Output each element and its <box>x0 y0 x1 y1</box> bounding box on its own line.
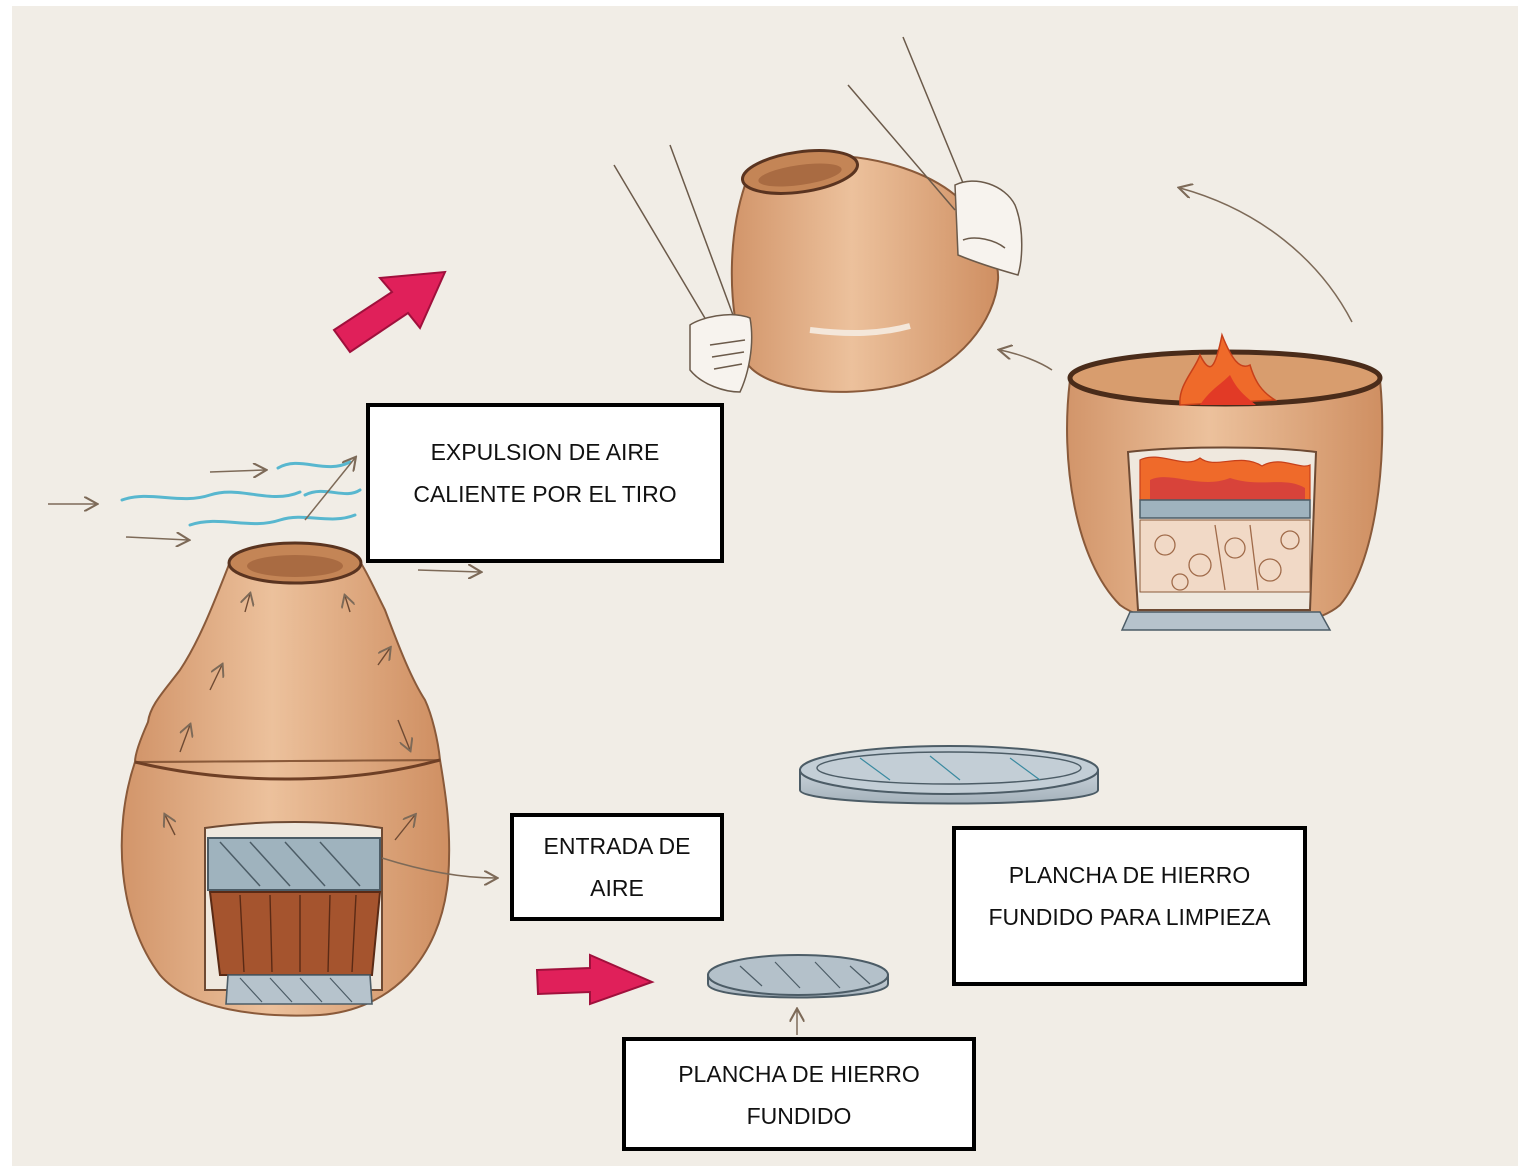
small-iron-plate <box>708 955 888 1035</box>
label-entrada-de-aire: ENTRADA DE AIRE <box>510 813 724 921</box>
red-arrow-right <box>537 955 652 1004</box>
red-arrow-up <box>334 272 445 352</box>
open-stove-with-fire <box>1000 188 1382 630</box>
label-plancha-hierro-fundido: PLANCHA DE HIERRO FUNDIDO <box>622 1037 976 1151</box>
label-expulsion-aire-caliente: EXPULSION DE AIRE CALIENTE POR EL TIRO <box>366 403 724 563</box>
cleaning-iron-plate <box>800 746 1098 804</box>
assembled-stove <box>122 543 496 1016</box>
lifted-dome <box>614 37 1022 392</box>
label-plancha-limpieza: PLANCHA DE HIERRO FUNDIDO PARA LIMPIEZA <box>952 826 1307 986</box>
